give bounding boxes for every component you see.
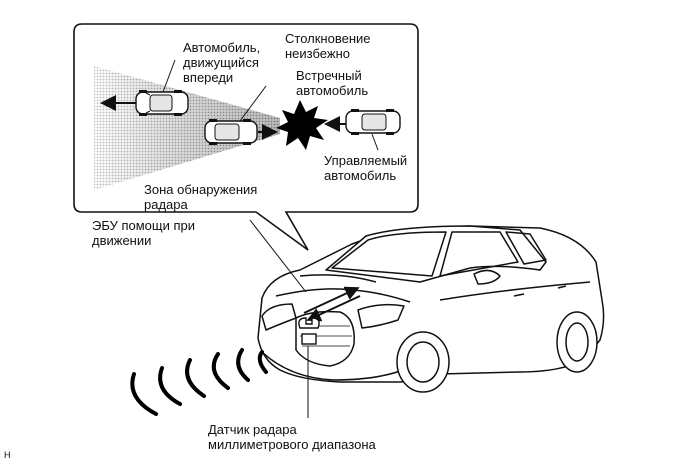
leader-lead-vehicle [162, 59, 176, 93]
label-oncoming-vehicle: Встречный автомобиль [296, 68, 369, 98]
label-lead-vehicle: Автомобиль, движущийся впереди [183, 40, 261, 85]
label-radar-zone: Зона обнаружения радара [144, 182, 258, 212]
label-sensor: Датчик радара миллиметрового диапазона [208, 422, 376, 452]
figure-code: H [4, 450, 11, 460]
label-own-vehicle: Управляемый автомобиль [324, 153, 408, 183]
leader-ecu [249, 219, 307, 293]
leader-oncoming-vehicle [239, 85, 267, 122]
radar-wave-arcs [130, 348, 268, 416]
collision-burst-icon [276, 100, 328, 150]
oncoming-vehicle-icon [204, 119, 258, 145]
ecu-signal-arrows [303, 286, 361, 322]
label-collision: Столкновение неизбежно [285, 31, 371, 61]
label-ecu: ЭБУ помощи при движении [92, 218, 195, 248]
radar-sensor-icon [298, 317, 320, 345]
lead-vehicle-icon [135, 90, 189, 116]
vehicle-illustration [257, 225, 605, 393]
leader-own-vehicle [371, 133, 379, 151]
own-vehicle-icon [345, 109, 401, 135]
